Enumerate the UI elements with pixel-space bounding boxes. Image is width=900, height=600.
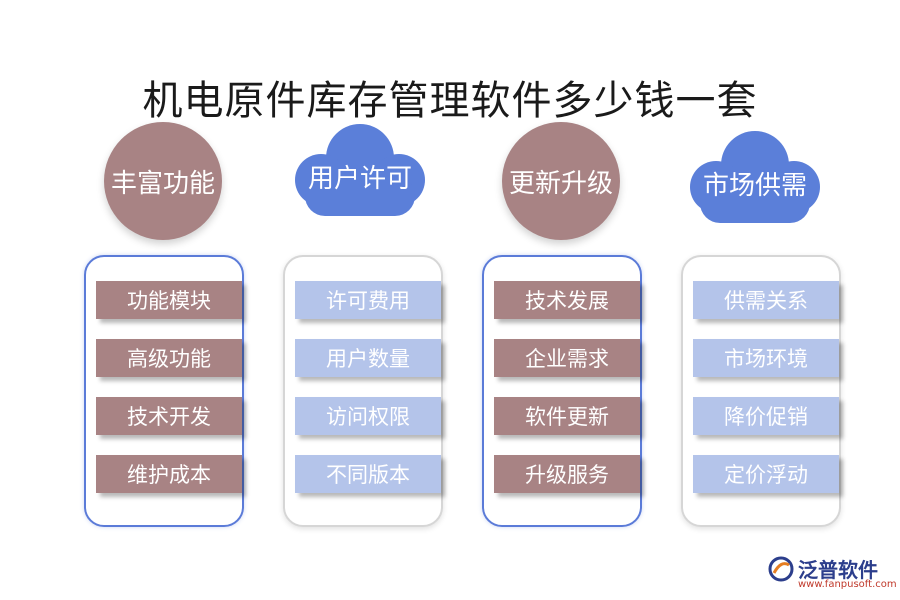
header-label: 市场供需 bbox=[702, 170, 807, 201]
panel-updates: 技术发展 企业需求 软件更新 升级服务 bbox=[482, 255, 642, 527]
list-item: 软件更新 bbox=[494, 397, 640, 435]
header-cloud-license: 用户许可 bbox=[285, 118, 435, 226]
list-item: 市场环境 bbox=[693, 339, 839, 377]
list-item: 访问权限 bbox=[295, 397, 441, 435]
logo-url: www.fanpusoft.com bbox=[798, 579, 897, 590]
panel-features: 功能模块 高级功能 技术开发 维护成本 bbox=[84, 255, 244, 527]
header-circle-features: 丰富功能 bbox=[104, 122, 222, 240]
header-label: 更新升级 bbox=[508, 168, 613, 199]
list-item: 企业需求 bbox=[494, 339, 640, 377]
cloud-icon bbox=[295, 124, 425, 216]
list-item: 技术发展 bbox=[494, 281, 640, 319]
header-cloud-market: 市场供需 bbox=[680, 125, 830, 233]
panel-license: 许可费用 用户数量 访问权限 不同版本 bbox=[283, 255, 443, 527]
list-item: 许可费用 bbox=[295, 281, 441, 319]
list-item: 高级功能 bbox=[96, 339, 242, 377]
header-label: 用户许可 bbox=[307, 163, 412, 194]
list-item: 供需关系 bbox=[693, 281, 839, 319]
list-item: 降价促销 bbox=[693, 397, 839, 435]
list-item: 升级服务 bbox=[494, 455, 640, 493]
logo-name: 泛普软件 bbox=[798, 558, 878, 582]
list-item: 维护成本 bbox=[96, 455, 242, 493]
cloud-icon bbox=[690, 131, 820, 223]
header-label: 丰富功能 bbox=[110, 168, 215, 199]
list-item: 定价浮动 bbox=[693, 455, 839, 493]
list-item: 用户数量 bbox=[295, 339, 441, 377]
fanpu-logo-icon bbox=[768, 556, 794, 582]
page-title: 机电原件库存管理软件多少钱一套 bbox=[142, 78, 758, 124]
list-item: 不同版本 bbox=[295, 455, 441, 493]
panel-market: 供需关系 市场环境 降价促销 定价浮动 bbox=[681, 255, 841, 527]
list-item: 功能模块 bbox=[96, 281, 242, 319]
list-item: 技术开发 bbox=[96, 397, 242, 435]
header-circle-updates: 更新升级 bbox=[502, 122, 620, 240]
brand-logo: 泛普软件 www.fanpusoft.com bbox=[768, 554, 897, 594]
